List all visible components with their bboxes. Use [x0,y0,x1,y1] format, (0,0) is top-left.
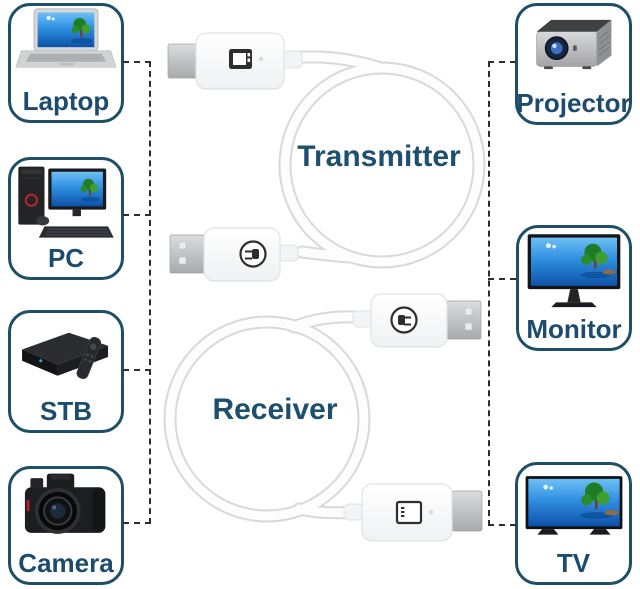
connector-right-vertical [488,61,490,526]
transmitter-hdmi-plug [167,32,303,90]
monitor-image [519,228,629,315]
device-label-monitor: Monitor [526,314,622,344]
device-box-projector: Projector [515,3,632,125]
connector-camera-stub [123,522,151,524]
device-box-tv: TV [515,462,632,585]
power-plug-icon [390,306,418,334]
power-plug-icon [239,240,267,268]
tv-image [518,465,629,549]
pc-image [11,160,121,244]
cable-outline-layer [163,50,486,523]
receiver-label: Receiver [212,393,338,426]
device-label-stb: STB [40,396,92,426]
led-dot [428,509,434,515]
device-box-stb: STB [8,310,124,433]
device-box-monitor: Monitor [516,225,632,351]
laptop-image [11,6,121,87]
device-box-pc: PC [8,157,124,280]
camera-image [11,469,121,549]
led-dot [258,56,264,62]
device-label-laptop: Laptop [22,86,110,116]
connector-monitor-stub [488,278,516,280]
device-box-laptop: Laptop [8,3,124,123]
receiver-usb-plug [352,293,482,348]
device-label-projector: Projector [516,88,631,118]
connector-pc-stub [123,214,151,216]
transmitter-usb-plug [169,227,299,282]
device-label-pc: PC [47,243,85,273]
connector-projector-stub [488,61,516,63]
device-box-camera: Camera [8,466,124,585]
projector-image [518,6,629,89]
device-label-camera: Camera [18,548,114,578]
connector-left-vertical [149,61,151,524]
display-icon [395,500,423,525]
device-label-tv: TV [556,548,591,578]
receiver-hdmi-plug [343,483,483,542]
connector-tv-stub [488,524,516,526]
stb-image [11,313,121,397]
transmitter-label: Transmitter [297,140,461,173]
hdmi-port-icon [229,49,252,69]
connector-laptop-stub [123,61,151,63]
connector-stb-stub [123,369,151,371]
